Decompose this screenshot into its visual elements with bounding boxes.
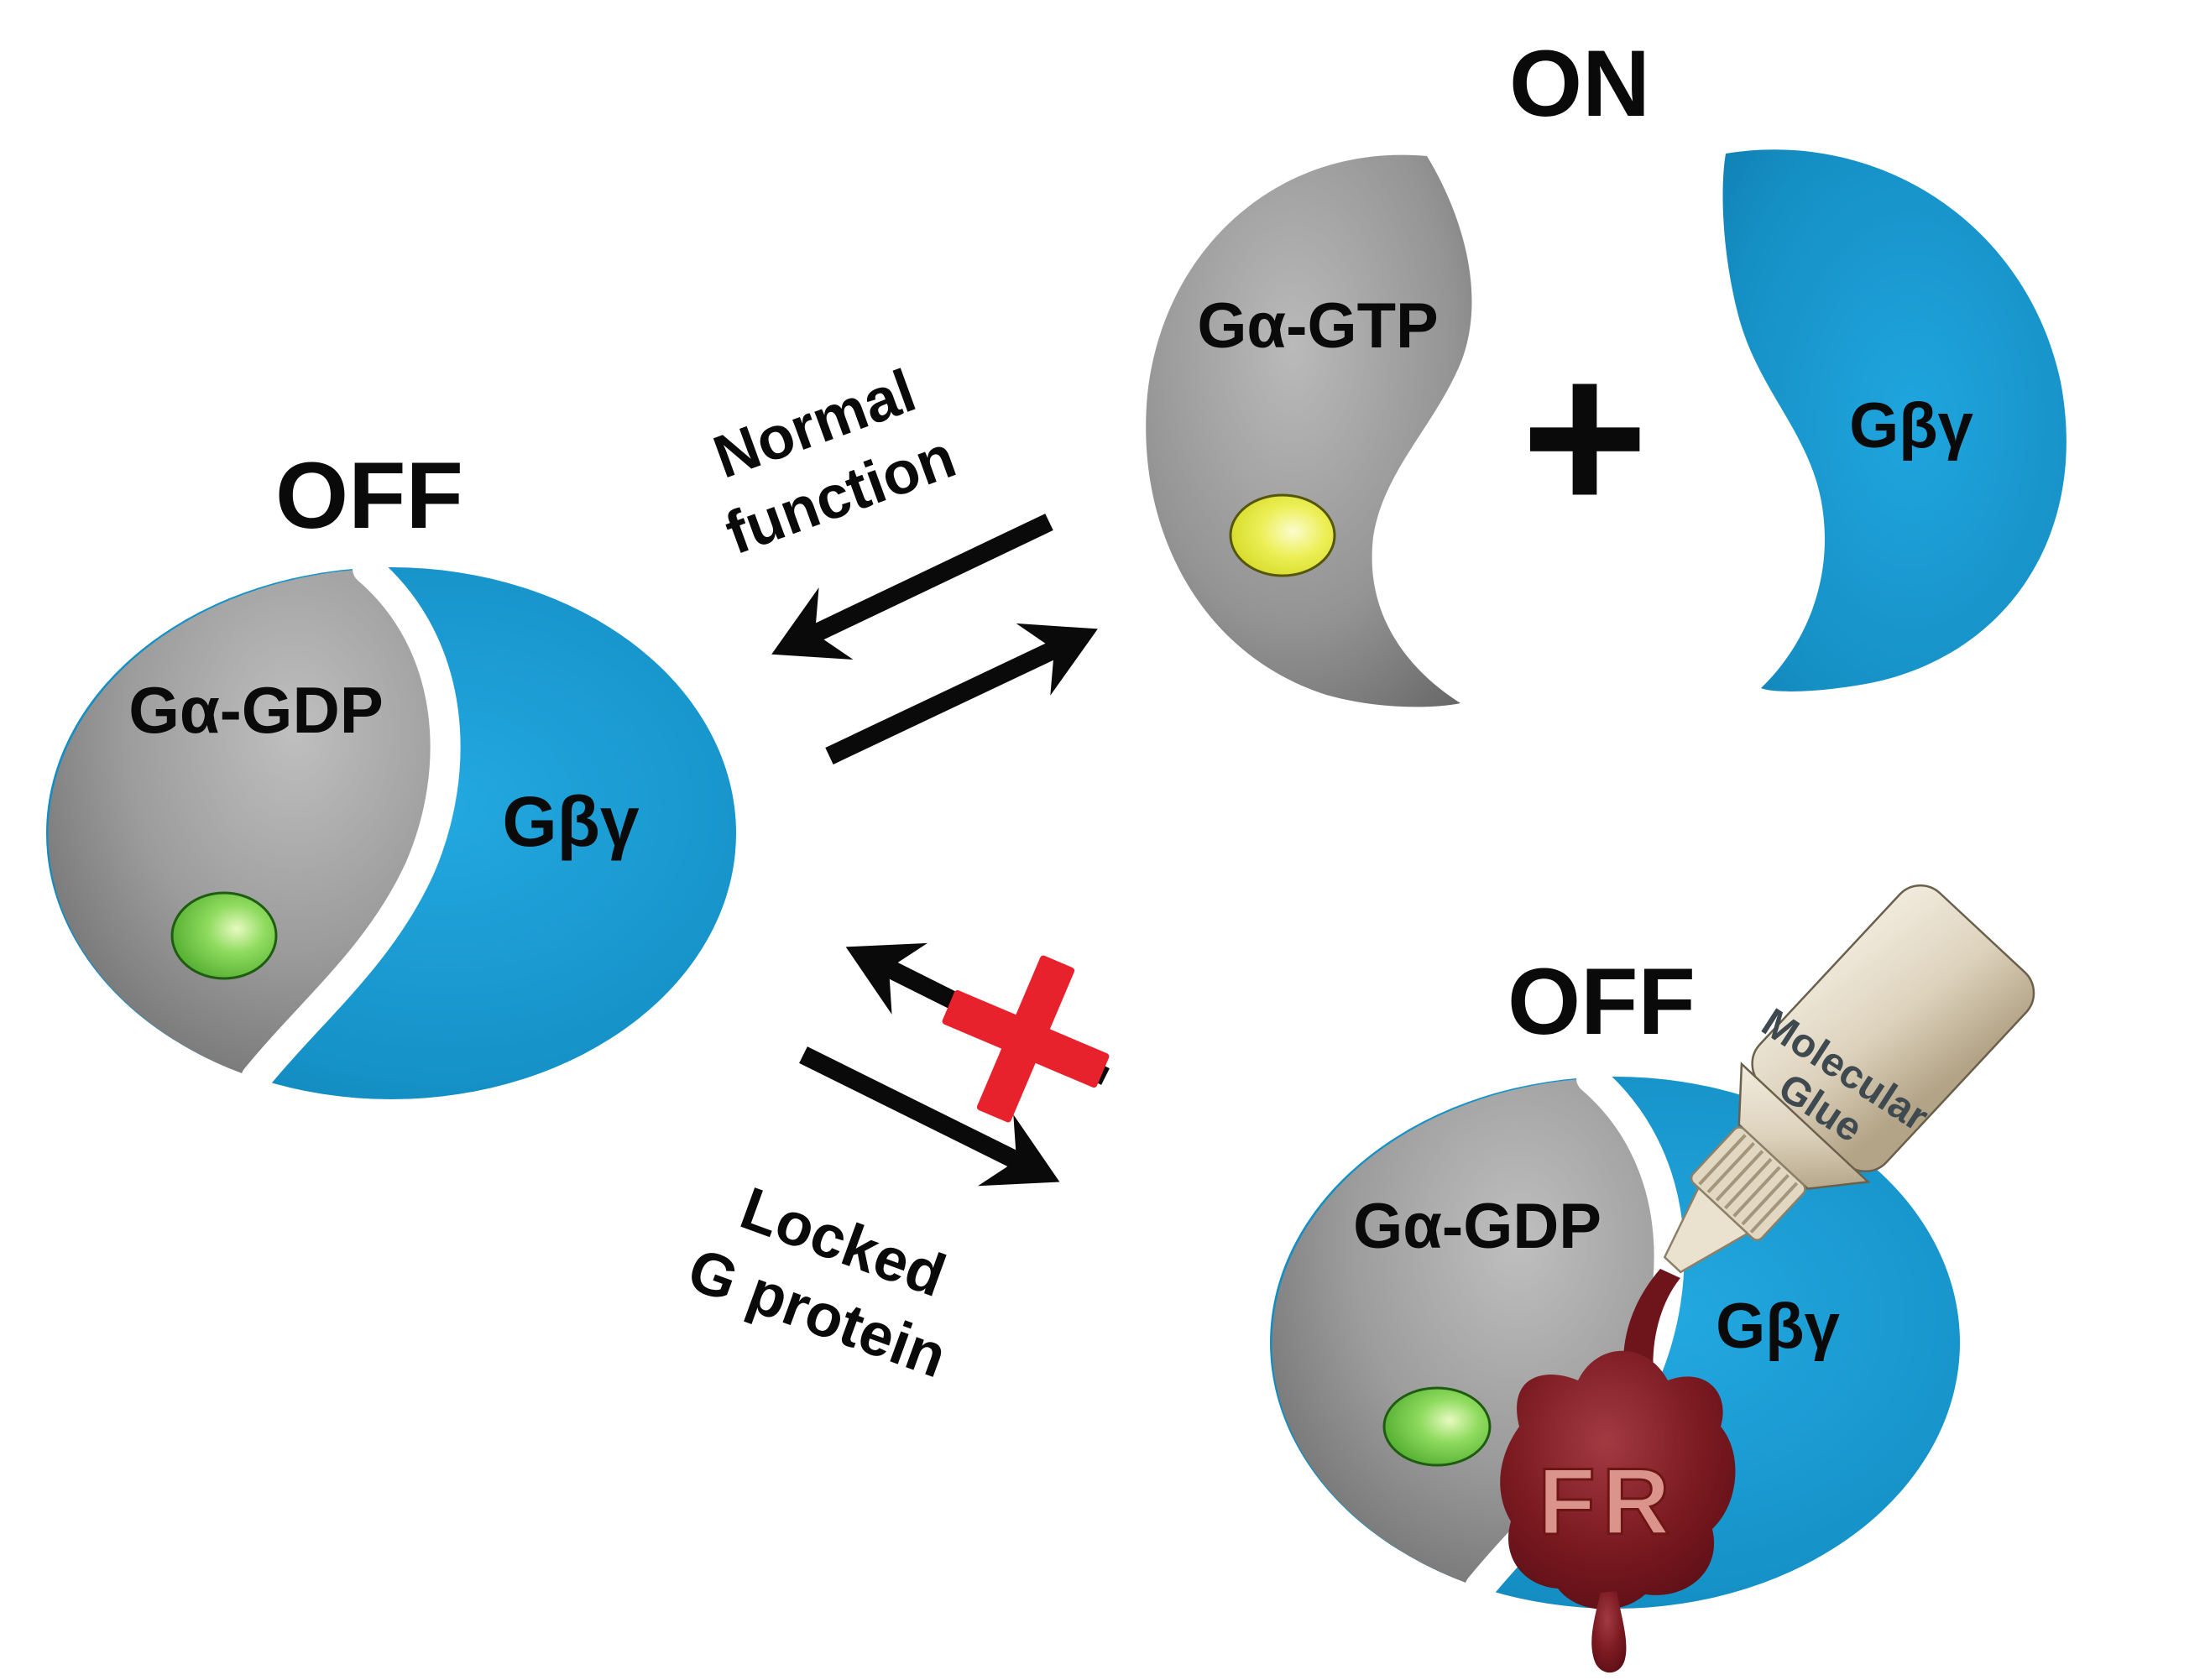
- on-state-group: ON Gα-GTP Gβγ +: [1146, 31, 2067, 707]
- normal-function-transition: Normal function: [705, 357, 1098, 764]
- glue-seal-blob: [1500, 1350, 1736, 1610]
- equilibrium-arrow-forward-icon: [825, 623, 1098, 764]
- gbetagamma-label-left: Gβγ: [502, 782, 640, 861]
- fr-seal-label: FR: [1538, 1449, 1676, 1554]
- bottle-nozzle: [1663, 1186, 1750, 1274]
- gtp-nucleotide-oval: [1229, 493, 1336, 577]
- galpha-gdp-label-locked: Gα-GDP: [1353, 1191, 1601, 1262]
- glue-bottle-icon: [1663, 884, 2035, 1274]
- blocked-arrow-forward-icon: [799, 1046, 1060, 1187]
- gdp-nucleotide-oval-locked: [1382, 1386, 1492, 1467]
- red-x-icon: [942, 955, 1110, 1123]
- off-left-state-label: OFF: [275, 443, 463, 548]
- plus-sign: +: [1521, 316, 1649, 559]
- off-heterotrimer-left: OFF Gα-GDP Gβγ: [46, 443, 736, 1099]
- off-heterotrimer-locked: OFF Gα-GDP Gβγ Molecular Glue FR: [1270, 884, 2035, 1673]
- galpha-gtp-shape: [1146, 154, 1472, 707]
- gbetagamma-free-shape: [1722, 149, 2067, 691]
- gbetagamma-label-locked: Gβγ: [1716, 1291, 1840, 1362]
- gdp-nucleotide-oval-left: [170, 891, 278, 980]
- off-locked-state-label: OFF: [1507, 949, 1696, 1054]
- galpha-gtp-label: Gα-GTP: [1197, 290, 1438, 362]
- glue-seal-drip: [1591, 1591, 1627, 1673]
- gbetagamma-label-on: Gβγ: [1849, 390, 1973, 462]
- galpha-gdp-label-left: Gα-GDP: [128, 673, 384, 747]
- on-state-label: ON: [1509, 31, 1650, 136]
- equilibrium-arrow-reverse-icon: [771, 514, 1053, 660]
- locked-transition: Locked G protein: [680, 942, 1110, 1390]
